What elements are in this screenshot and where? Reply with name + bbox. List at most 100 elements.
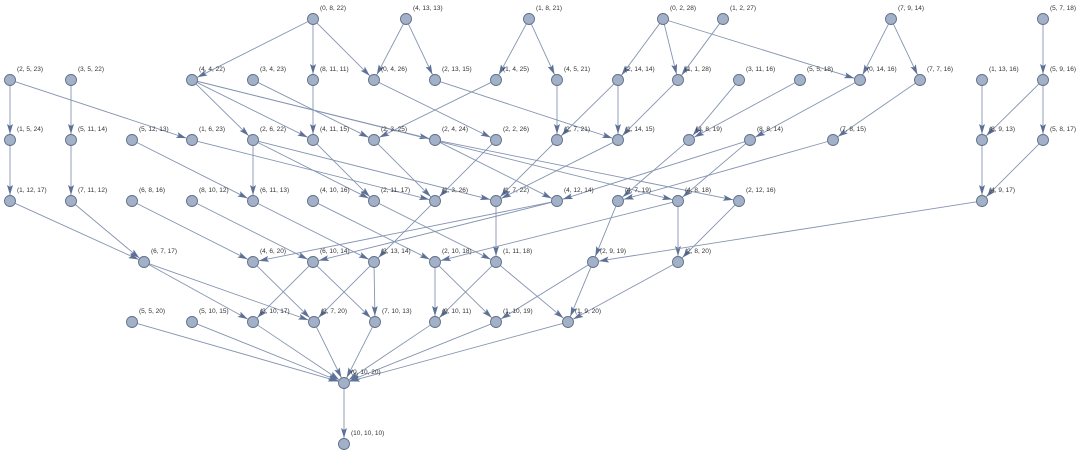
node-circle[interactable] xyxy=(400,13,412,25)
graph-node[interactable]: (2, 7, 21) xyxy=(551,126,591,146)
node-circle[interactable] xyxy=(490,195,502,207)
node-circle[interactable] xyxy=(368,134,380,146)
graph-node[interactable]: (3, 13, 14) xyxy=(368,248,411,268)
node-circle[interactable] xyxy=(587,256,599,268)
graph-node[interactable]: (2, 6, 22) xyxy=(247,126,287,146)
node-circle[interactable] xyxy=(247,256,259,268)
graph-node[interactable]: (3, 7, 20) xyxy=(308,308,348,328)
graph-node[interactable]: (0, 4, 26) xyxy=(368,66,408,86)
node-circle[interactable] xyxy=(368,74,380,86)
node-circle[interactable] xyxy=(1037,13,1049,25)
node-circle[interactable] xyxy=(186,316,198,328)
node-circle[interactable] xyxy=(976,134,988,146)
node-circle[interactable] xyxy=(126,134,138,146)
node-circle[interactable] xyxy=(551,195,563,207)
graph-node[interactable]: (8, 9, 13) xyxy=(976,126,1016,146)
node-circle[interactable] xyxy=(854,74,866,86)
node-circle[interactable] xyxy=(827,134,839,146)
node-circle[interactable] xyxy=(612,74,624,86)
graph-node[interactable]: (4, 5, 21) xyxy=(551,66,591,86)
graph-node[interactable]: (1, 13, 16) xyxy=(976,66,1019,86)
graph-node[interactable]: (2, 12, 16) xyxy=(733,187,776,207)
graph-node[interactable]: (7, 10, 13) xyxy=(369,308,412,328)
graph-node[interactable]: (1, 3, 26) xyxy=(429,187,469,207)
node-circle[interactable] xyxy=(429,256,441,268)
graph-node[interactable]: (3, 4, 23) xyxy=(247,66,287,86)
graph-node[interactable]: (1, 9, 20) xyxy=(562,308,602,328)
node-circle[interactable] xyxy=(672,195,684,207)
node-circle[interactable] xyxy=(885,13,897,25)
graph-node[interactable]: (1, 14, 15) xyxy=(612,126,655,146)
node-circle[interactable] xyxy=(126,316,138,328)
graph-node[interactable]: (5, 5, 20) xyxy=(126,308,166,328)
graph-node[interactable]: (0, 8, 22) xyxy=(307,5,347,25)
graph-node[interactable]: (7, 11, 12) xyxy=(65,187,108,207)
node-circle[interactable] xyxy=(368,256,380,268)
graph-node[interactable]: (2, 4, 24) xyxy=(429,126,469,146)
graph-node[interactable]: (3, 5, 22) xyxy=(65,66,105,86)
graph-node[interactable]: (5, 9, 16) xyxy=(1037,66,1077,86)
node-circle[interactable] xyxy=(186,195,198,207)
graph-node[interactable]: (3, 8, 19) xyxy=(683,126,723,146)
node-circle[interactable] xyxy=(307,74,319,86)
graph-node[interactable]: (4, 9, 17) xyxy=(976,187,1016,207)
node-circle[interactable] xyxy=(551,134,563,146)
node-circle[interactable] xyxy=(307,256,319,268)
node-circle[interactable] xyxy=(794,74,806,86)
node-circle[interactable] xyxy=(138,256,150,268)
node-circle[interactable] xyxy=(186,74,198,86)
node-circle[interactable] xyxy=(429,195,441,207)
graph-node[interactable]: (2, 10, 18) xyxy=(429,248,472,268)
node-circle[interactable] xyxy=(4,74,16,86)
graph-node[interactable]: (6, 8, 16) xyxy=(126,187,166,207)
graph-node[interactable]: (7, 7, 16) xyxy=(914,66,954,86)
node-circle[interactable] xyxy=(4,195,16,207)
node-circle[interactable] xyxy=(186,134,198,146)
node-circle[interactable] xyxy=(338,438,350,450)
node-circle[interactable] xyxy=(247,134,259,146)
node-circle[interactable] xyxy=(657,13,669,25)
node-circle[interactable] xyxy=(65,74,77,86)
graph-node[interactable]: (0, 2, 28) xyxy=(657,5,697,25)
graph-node[interactable]: (1, 1, 28) xyxy=(672,66,712,86)
node-circle[interactable] xyxy=(490,256,502,268)
node-circle[interactable] xyxy=(308,316,320,328)
node-circle[interactable] xyxy=(744,134,756,146)
graph-node[interactable]: (1, 7, 22) xyxy=(490,187,530,207)
graph-node[interactable]: (0, 14, 16) xyxy=(854,66,897,86)
graph-node[interactable]: (2, 5, 23) xyxy=(4,66,44,86)
node-circle[interactable] xyxy=(914,74,926,86)
node-circle[interactable] xyxy=(65,134,77,146)
node-circle[interactable] xyxy=(490,74,502,86)
graph-node[interactable]: (4, 4, 22) xyxy=(186,66,226,86)
node-circle[interactable] xyxy=(562,316,574,328)
graph-node[interactable]: (5, 7, 18) xyxy=(1037,5,1077,25)
node-circle[interactable] xyxy=(523,13,535,25)
node-circle[interactable] xyxy=(733,74,745,86)
graph-node[interactable]: (9, 10, 11) xyxy=(429,308,472,328)
graph-node[interactable]: (1, 5, 24) xyxy=(4,126,44,146)
node-circle[interactable] xyxy=(4,134,16,146)
graph-node[interactable]: (5, 5, 18) xyxy=(794,66,834,86)
node-circle[interactable] xyxy=(612,134,624,146)
node-circle[interactable] xyxy=(490,134,502,146)
graph-node[interactable]: (1, 8, 21) xyxy=(523,5,563,25)
graph-node[interactable]: (4, 11, 15) xyxy=(307,126,350,146)
graph-node[interactable]: (4, 8, 18) xyxy=(672,187,712,207)
graph-node[interactable]: (1, 11, 18) xyxy=(490,248,533,268)
graph-node[interactable]: (8, 8, 14) xyxy=(744,126,784,146)
graph-node[interactable]: (1, 4, 25) xyxy=(490,66,530,86)
graph-node[interactable]: (4, 6, 20) xyxy=(247,248,287,268)
graph-node[interactable]: (2, 3, 25) xyxy=(368,126,408,146)
node-circle[interactable] xyxy=(976,195,988,207)
node-circle[interactable] xyxy=(247,74,259,86)
graph-node[interactable]: (1, 2, 27) xyxy=(717,5,757,25)
graph-node[interactable]: (4, 13, 13) xyxy=(400,5,443,25)
node-circle[interactable] xyxy=(672,256,684,268)
graph-node[interactable]: (4, 7, 19) xyxy=(612,187,652,207)
graph-node[interactable]: (3, 10, 17) xyxy=(247,308,290,328)
node-circle[interactable] xyxy=(126,195,138,207)
node-circle[interactable] xyxy=(976,74,988,86)
node-circle[interactable] xyxy=(612,195,624,207)
graph-node[interactable]: (6, 10, 14) xyxy=(307,248,350,268)
